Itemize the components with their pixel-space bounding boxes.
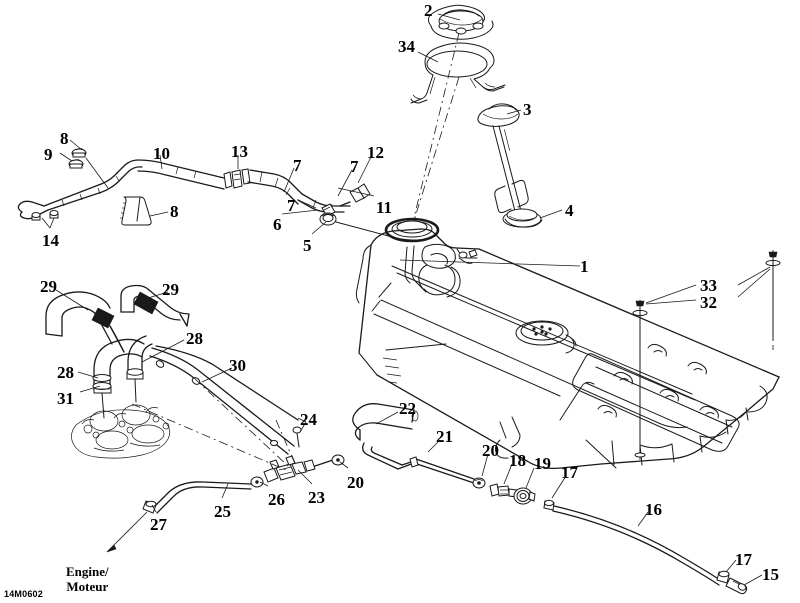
callout-5: 5 <box>303 236 312 255</box>
callout-13: 13 <box>231 142 248 161</box>
callout-16: 16 <box>645 500 662 519</box>
part-cap-retainer <box>410 42 506 104</box>
callout-2: 2 <box>424 1 433 20</box>
callout-17-a: 17 <box>561 463 578 482</box>
part-engine-block <box>71 404 171 459</box>
callout-32: 32 <box>700 293 717 312</box>
axis-line-cap <box>410 32 460 231</box>
engine-annotation: Engine/ Moteur <box>66 564 109 595</box>
callout-4: 4 <box>565 201 574 220</box>
callout-12: 12 <box>367 143 384 162</box>
leader-lines <box>41 13 771 586</box>
callout-33: 33 <box>700 276 717 295</box>
callout-29-a: 29 <box>40 277 57 296</box>
callout-7-c: 7 <box>287 196 296 215</box>
document-id: 14M0602 <box>4 589 43 599</box>
callout-31: 31 <box>57 389 74 408</box>
part-vent-hose-assembly <box>17 148 397 239</box>
callout-20-b: 20 <box>347 473 364 492</box>
callout-20-a: 20 <box>482 441 499 460</box>
callout-3: 3 <box>523 100 532 119</box>
callout-24: 24 <box>300 410 317 429</box>
callout-17-b: 17 <box>735 550 752 569</box>
callout-23: 23 <box>308 488 325 507</box>
callout-10: 10 <box>153 144 170 163</box>
callout-19: 19 <box>534 454 551 473</box>
callout-14: 14 <box>42 231 59 250</box>
callout-11: 11 <box>376 198 393 217</box>
part-coolant-hoses <box>45 284 299 459</box>
callout-28-a: 28 <box>186 329 203 348</box>
callout-25: 25 <box>214 502 231 521</box>
callout-30: 30 <box>229 356 246 375</box>
callout-7-a: 7 <box>293 156 302 175</box>
callout-8-upper: 8 <box>60 129 69 148</box>
callout-9: 9 <box>44 145 53 164</box>
engine-label-en: Engine/ <box>66 564 109 579</box>
callout-29-b: 29 <box>162 280 179 299</box>
callout-6: 6 <box>273 215 282 234</box>
callout-8-lower: 8 <box>170 202 179 221</box>
engine-label-fr: Moteur <box>66 578 109 594</box>
part-fuel-cap <box>427 4 494 40</box>
callout-7-b: 7 <box>350 157 359 176</box>
callout-15: 15 <box>762 565 779 584</box>
part-bolts-washers <box>632 250 781 460</box>
callout-1: 1 <box>580 257 589 276</box>
callout-18: 18 <box>509 451 526 470</box>
part-fuel-supply-lines <box>106 377 748 595</box>
callout-26: 26 <box>268 490 285 509</box>
callout-22: 22 <box>399 399 416 418</box>
callout-34: 34 <box>398 37 415 56</box>
callout-21: 21 <box>436 427 453 446</box>
part-fuel-tank <box>355 217 780 469</box>
part-dipstick <box>477 103 543 228</box>
callout-27: 27 <box>150 515 167 534</box>
callout-28-b: 28 <box>57 363 74 382</box>
